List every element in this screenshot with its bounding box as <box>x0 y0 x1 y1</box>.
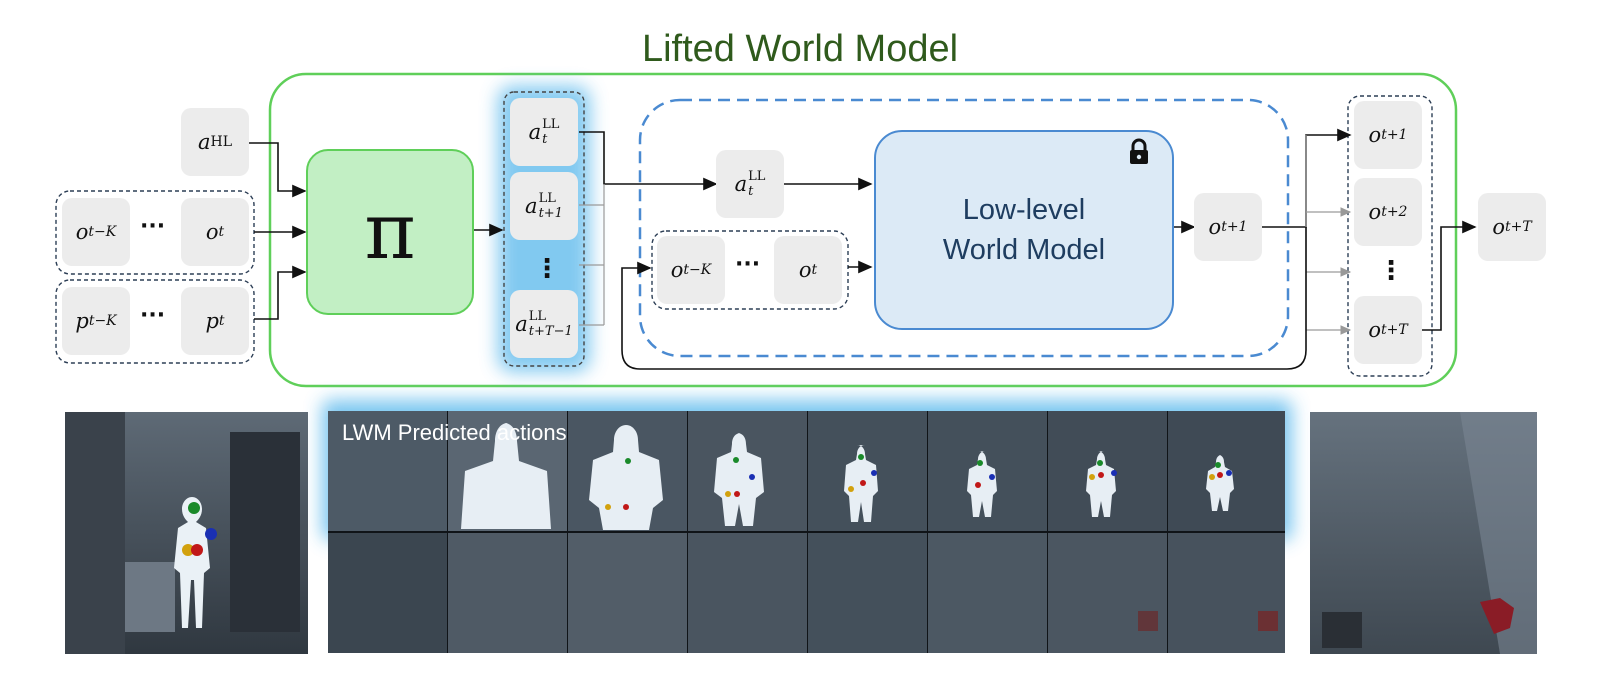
label-sub: t+T <box>1380 322 1408 338</box>
outputs-border <box>1347 95 1433 377</box>
model-label-line2: World Model <box>942 234 1106 266</box>
gray-arrows-to-outputs <box>1305 135 1350 331</box>
label-base: o <box>205 220 219 244</box>
arrow-action-to-inner <box>579 131 718 191</box>
label-sup: LL <box>528 309 547 324</box>
label-base: o <box>798 258 812 282</box>
label-base: a <box>197 130 211 154</box>
pose-ellipsis: ··· <box>140 303 166 328</box>
rollout-frames-row <box>328 533 1285 653</box>
label-base: o <box>75 220 89 244</box>
action-stack-border <box>503 91 585 367</box>
label-sub: t <box>811 262 818 278</box>
label-sub: t <box>542 132 548 147</box>
label-sub: t−K <box>88 224 117 240</box>
label-base: o <box>1368 318 1381 342</box>
actions-ellipsis: ⋮ <box>534 254 560 284</box>
label-base: p <box>205 309 219 333</box>
diagram-title: Lifted World Model <box>641 28 959 70</box>
label-sub: t <box>748 184 754 199</box>
policy-box: π <box>306 149 474 315</box>
label-sub: t+T−1 <box>528 324 573 339</box>
current-frame-image <box>65 412 308 654</box>
label-sub: t−K <box>683 262 712 278</box>
label-base: a <box>525 194 538 218</box>
label-sub: t+1 <box>1381 127 1408 143</box>
label-base: o <box>670 258 684 282</box>
outputs-ellipsis: ⋮ <box>1378 256 1404 286</box>
label-sub: t+1 <box>538 206 563 221</box>
label-sub: t <box>218 313 225 329</box>
label-base: o <box>1492 215 1505 239</box>
label-base: o <box>1368 123 1382 147</box>
label-sub: t+T <box>1504 219 1532 235</box>
label-base: p <box>75 309 89 333</box>
label-sup: LL <box>542 117 560 132</box>
inner-loop-border <box>638 98 1290 358</box>
pose-seq-border <box>55 279 255 364</box>
obs-ellipsis: ··· <box>140 214 166 239</box>
inner-obs-seq-border <box>651 230 849 310</box>
predicted-actions-filmstrip <box>328 411 1285 653</box>
label-sub: t−K <box>88 313 117 329</box>
arrow-feedback-loop <box>621 227 1307 370</box>
label-sup: LL <box>538 191 556 206</box>
label-sup: LL <box>748 169 766 184</box>
predicted-frames-row <box>328 411 1285 531</box>
arrow-to-final-output <box>1419 220 1477 331</box>
label-base: a <box>528 120 542 144</box>
filmstrip-caption: LWM Predicted actions <box>342 420 567 445</box>
label-base: a <box>734 172 748 196</box>
inner-obs-ellipsis: ··· <box>735 252 761 277</box>
label-sub: t+1 <box>1221 219 1248 235</box>
arrow-pose-to-policy <box>254 265 307 320</box>
gray-link-actions <box>579 184 605 326</box>
arrow-ahl-to-policy <box>248 142 307 198</box>
model-label-line1: Low-level <box>962 194 1086 226</box>
low-level-world-model-box: Low-level World Model <box>874 130 1174 330</box>
label-base: a <box>515 312 528 336</box>
label-sup: HL <box>210 134 233 150</box>
label-base: o <box>1208 215 1222 239</box>
lifted-world-model-border <box>268 72 1458 388</box>
label-base: o <box>1368 200 1382 224</box>
final-frame-image <box>1310 412 1537 654</box>
label-sub: t <box>218 224 225 240</box>
lock-icon <box>1130 138 1148 164</box>
label-sub: t+2 <box>1381 204 1408 220</box>
